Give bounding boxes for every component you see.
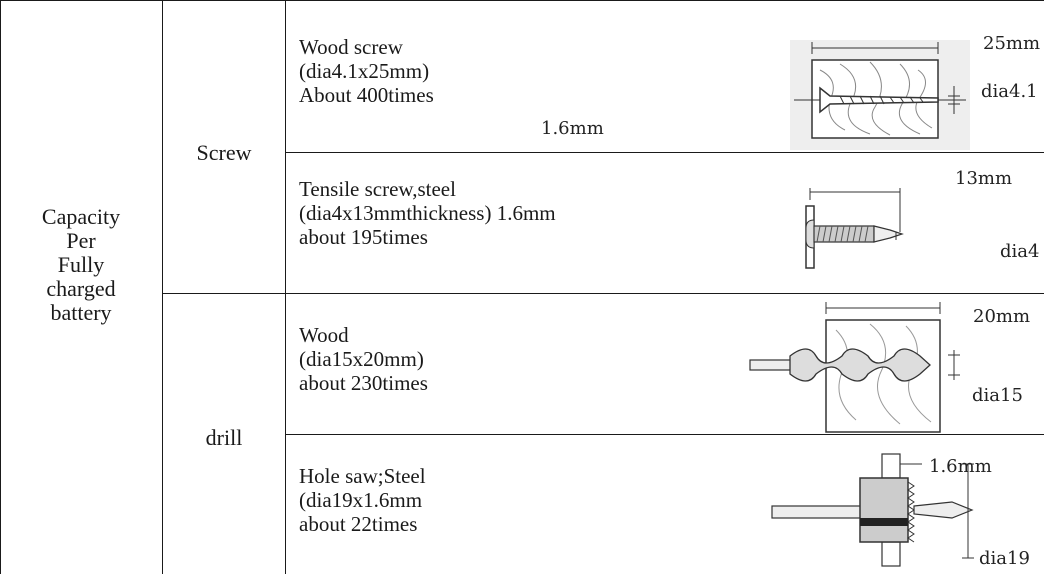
row-wood-drill-dim-length: 20mm: [973, 306, 1031, 327]
hole-saw-illustration: [771, 453, 974, 567]
row-hole-saw-dim-diameter: dia19: [979, 548, 1030, 569]
description-line: (dia4x13mmthickness) 1.6mm: [299, 201, 556, 225]
capacity-label-line: Capacity: [41, 204, 121, 229]
row-hole-saw-dim-thickness: 1.6mm: [929, 456, 992, 477]
capacity-label-line: Per: [66, 228, 96, 253]
capacity-label-line: charged: [46, 276, 116, 301]
category-drill: drill: [205, 425, 243, 450]
capacity-label: Capacity Per Fully charged battery: [0, 205, 162, 325]
row-wood-screw-note: 1.6mm: [541, 118, 604, 139]
row-tensile-screw-description: Tensile screw,steel (dia4x13mmthickness)…: [299, 177, 556, 249]
description-line: (dia4.1x25mm): [299, 59, 430, 83]
row-divider-2: [162, 293, 1044, 294]
description-line: About 400times: [299, 83, 434, 107]
wood-screw-illustration: [790, 40, 970, 150]
description-line: Hole saw;Steel: [299, 464, 426, 488]
table-left-border: [0, 0, 1, 574]
row-hole-saw-description: Hole saw;Steel (dia19x1.6mm about 22time…: [299, 464, 426, 536]
row-tensile-screw-dim-length: 13mm: [955, 168, 1013, 189]
row-wood-drill-dim-diameter: dia15: [972, 385, 1023, 406]
wood-drill-illustration: [749, 302, 960, 433]
column-divider-2: [285, 0, 286, 574]
capacity-label-line: Fully: [57, 252, 105, 277]
description-line: about 22times: [299, 512, 418, 536]
description-line: (dia19x1.6mm: [299, 488, 423, 512]
description-line: Wood: [299, 323, 349, 347]
row-wood-screw-description: Wood screw (dia4.1x25mm) About 400times: [299, 35, 434, 107]
description-line: (dia15x20mm): [299, 347, 424, 371]
description-line: about 195times: [299, 225, 428, 249]
description-line: about 230times: [299, 371, 428, 395]
tensile-screw-illustration: [805, 188, 904, 269]
description-line: Wood screw: [299, 35, 403, 59]
row-wood-screw-dim-length: 25mm: [983, 33, 1041, 54]
description-line: Tensile screw,steel: [299, 177, 456, 201]
row-wood-drill-description: Wood (dia15x20mm) about 230times: [299, 323, 428, 395]
capacity-label-line: battery: [50, 300, 112, 325]
table-top-border: [0, 0, 1044, 1]
row-wood-screw-dim-diameter: dia4.1: [981, 81, 1038, 102]
row-tensile-screw-dim-diameter: dia4: [1000, 241, 1040, 262]
row-divider-3: [285, 434, 1044, 435]
column-divider-1: [162, 0, 163, 574]
category-screw: Screw: [196, 140, 252, 165]
row-divider-1: [285, 152, 1044, 153]
